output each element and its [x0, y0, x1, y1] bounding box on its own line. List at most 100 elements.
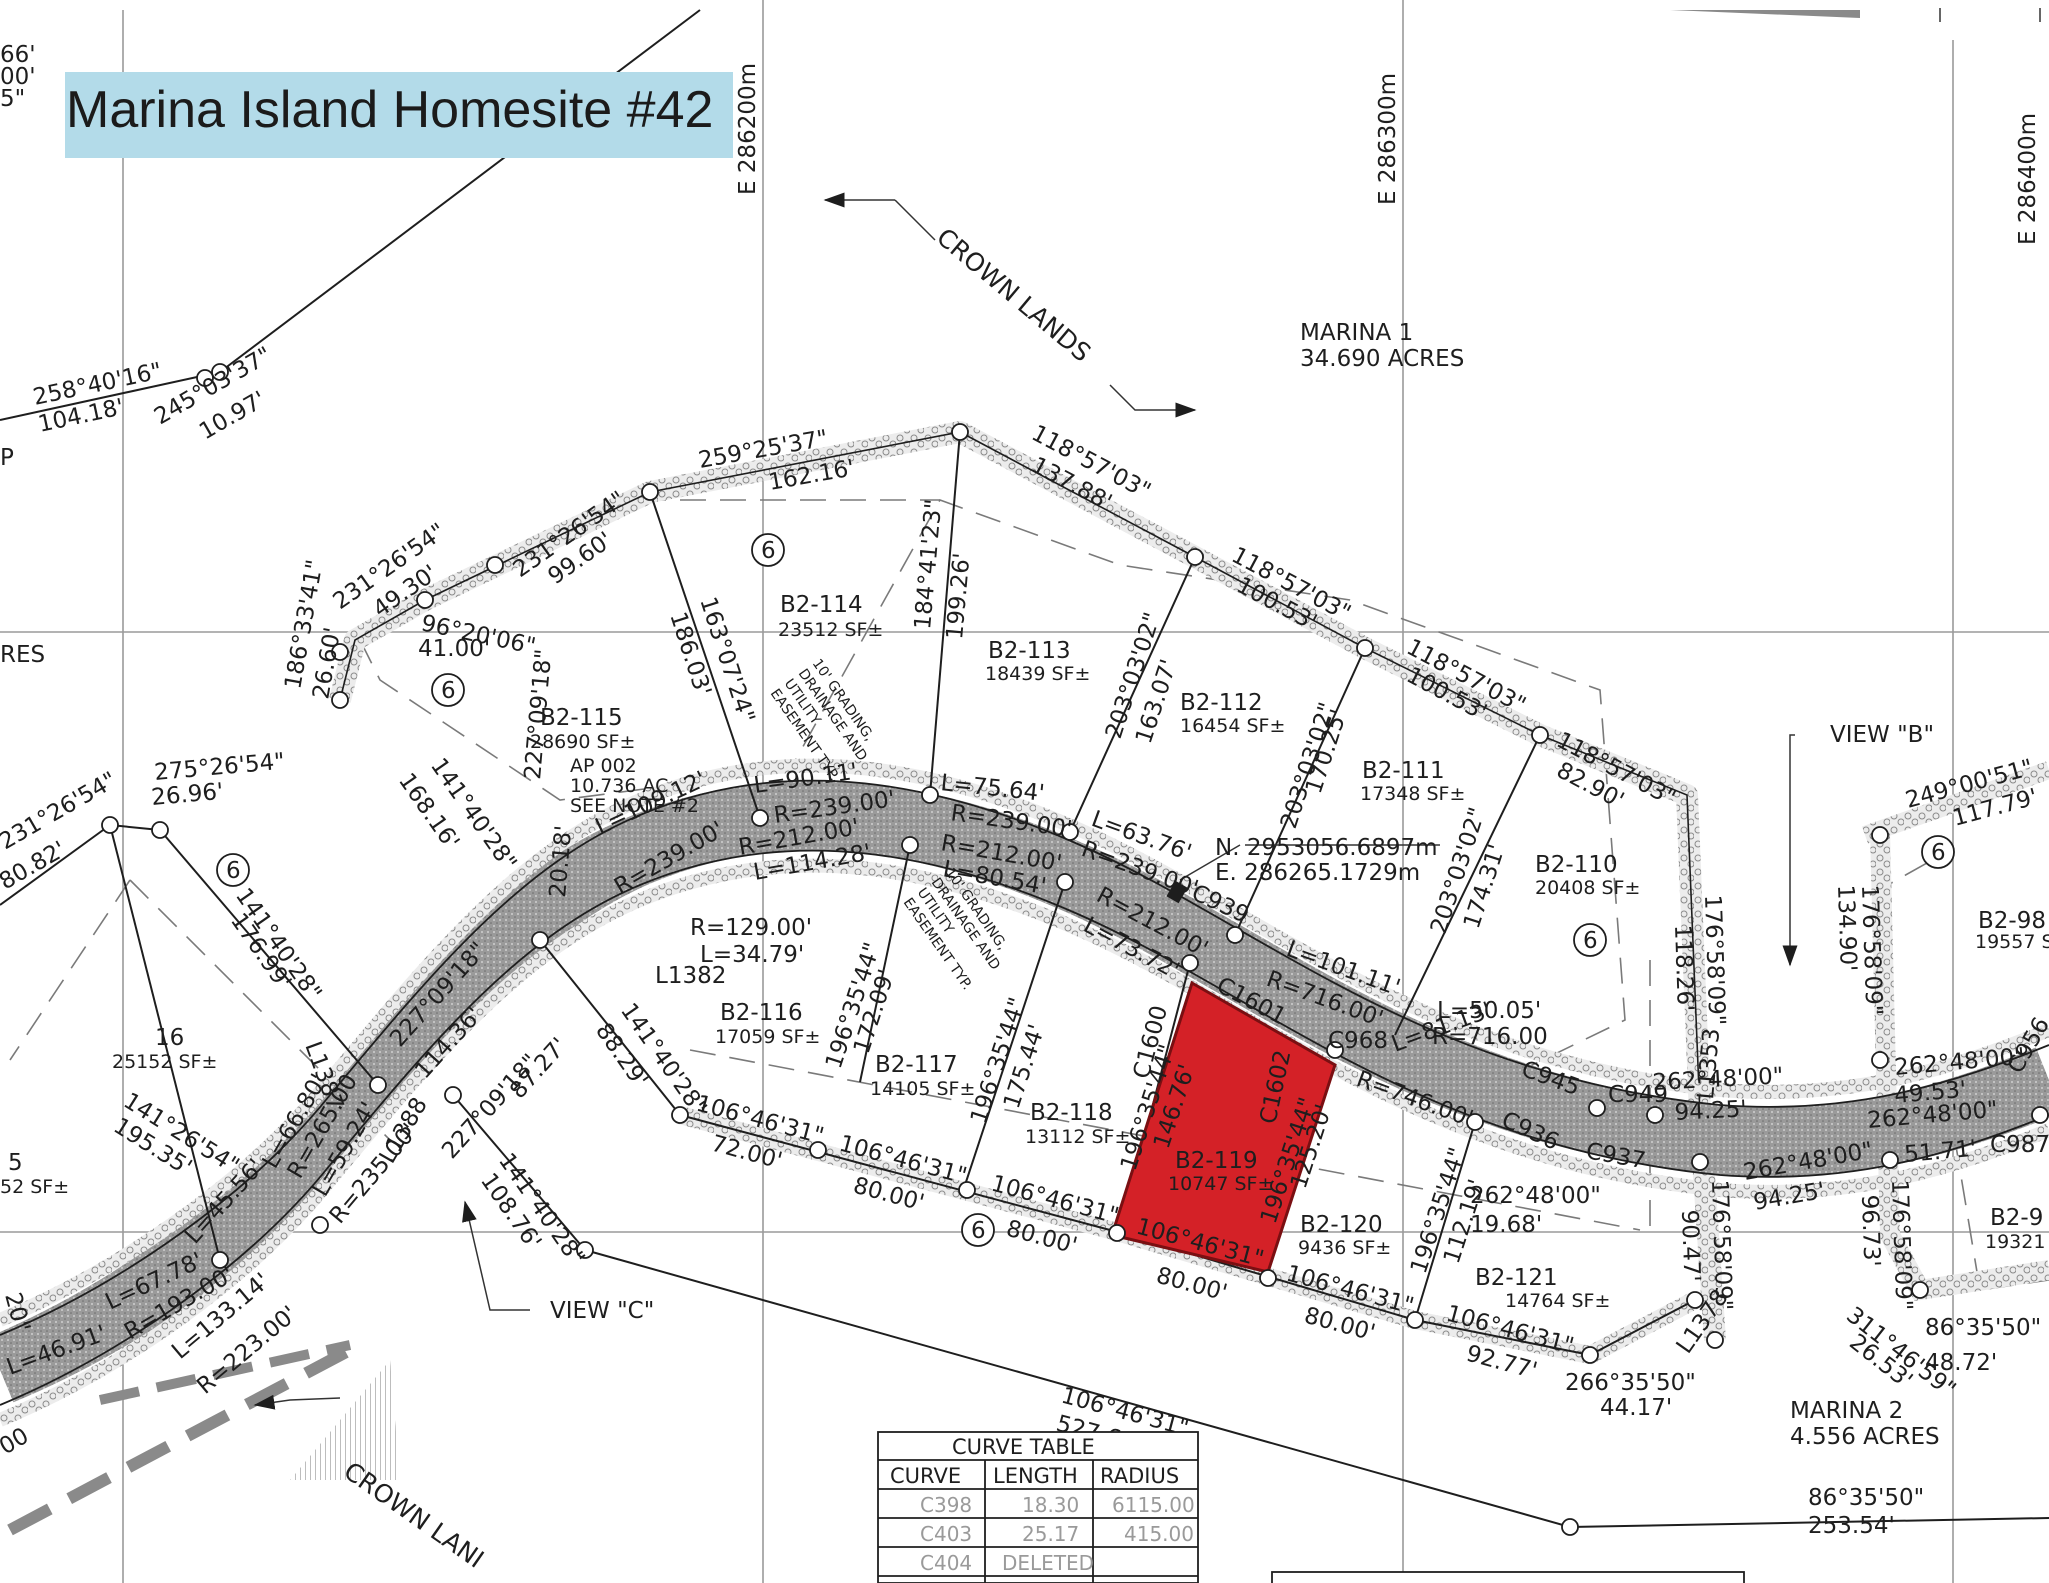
curve-label: L=34.79' — [700, 942, 804, 968]
curve-table-cell: C403 — [920, 1522, 972, 1546]
distance: 96.73' — [1856, 1194, 1885, 1267]
lot-area: 23512 SF± — [778, 619, 883, 641]
curve-table-header: LENGTH — [993, 1464, 1078, 1488]
curve-table-title: CURVE TABLE — [952, 1435, 1095, 1459]
lot-id: B2-117 — [875, 1052, 958, 1078]
curve-table-cell: C398 — [920, 1493, 972, 1517]
lot-id: B2-116 — [720, 1000, 803, 1026]
distance: 94.25' — [1752, 1178, 1828, 1216]
bearing: 266°35'50" — [1565, 1370, 1696, 1396]
survey-vertices — [101, 363, 2049, 1536]
view-b-label: VIEW "B" — [1830, 722, 1934, 748]
distance: 199.26' — [942, 552, 975, 641]
page-title: Marina Island Homesite #42 — [66, 81, 714, 139]
lot-area: 19321 S — [1985, 1231, 2049, 1253]
lot-area: 25152 SF± — [112, 1051, 217, 1073]
distance: 19.68' — [1470, 1212, 1542, 1238]
lot-id: B2-112 — [1180, 690, 1263, 716]
bearing: 106°46'31" — [1283, 1261, 1416, 1320]
distance: 118.26' — [1669, 924, 1698, 1012]
lot-id: B2-9 — [1990, 1205, 2043, 1231]
lot-id: B2-114 — [780, 592, 863, 618]
distance: 48.72' — [1925, 1350, 1997, 1376]
edge-fragment: P — [0, 445, 14, 471]
grid-label-e286300: E 286300m — [1375, 73, 1401, 205]
distance: 253.54' — [1808, 1513, 1895, 1539]
lot-area: 52 SF± — [0, 1176, 69, 1198]
note-number: 6 — [226, 858, 241, 884]
edge-fragments: 66' 00' 5" 20" 00 P — [0, 42, 36, 1460]
distance: 134.90' — [1832, 884, 1861, 972]
coord-east: E. 286265.1729m — [1215, 860, 1420, 886]
grid-labels: E 286200m E 286300m E 286400m — [735, 63, 2041, 245]
ap-label: AP 002 — [570, 755, 637, 777]
marina2-label: MARINA 2 — [1790, 1398, 1903, 1424]
ap-note: SEE NOTE #2 — [570, 795, 699, 817]
res-label: RES — [0, 642, 45, 668]
lot-id: B2-118 — [1030, 1100, 1113, 1126]
note-number: 6 — [1583, 928, 1598, 954]
lot-area: 14105 SF± — [870, 1078, 975, 1100]
edge-fragment: 00 — [0, 1423, 33, 1460]
edge-fragment: 5" — [0, 86, 25, 112]
bearing: 176°58'09" — [1886, 1179, 1917, 1311]
bearing: 176°58'09" — [1706, 1179, 1737, 1311]
curve-table-header: CURVE — [890, 1464, 961, 1488]
lot-lines — [0, 9, 2049, 1528]
crown-lands-hatch — [7, 1340, 400, 1536]
curve-table: CURVE TABLE CURVE LENGTH RADIUS C398 18.… — [877, 1431, 1199, 1583]
curve-table-cell: 6115.00 — [1112, 1493, 1195, 1517]
distance: 49.53' — [1893, 1077, 1967, 1109]
distance: 90.47' — [1676, 1209, 1705, 1282]
lot-id: 5 — [8, 1150, 23, 1176]
lot-id: B2-120 — [1300, 1212, 1383, 1238]
bearing: 86°35'50" — [1808, 1485, 1924, 1511]
lot-id: B2-121 — [1475, 1265, 1558, 1291]
curve-label: R=129.00' — [690, 915, 812, 941]
top-right-marks — [1670, 8, 2041, 22]
lot-area: 18439 SF± — [985, 663, 1090, 685]
lot-area: 20408 SF± — [1535, 877, 1640, 899]
ap-area: 10.736 AC — [570, 775, 668, 797]
curve-label: L1382 — [655, 963, 726, 989]
grid-label-e286200: E 286200m — [735, 63, 761, 195]
bearing: 176°58'09" — [1856, 884, 1887, 1016]
lot-id: B2-119 — [1175, 1148, 1258, 1174]
lot-id: B2-113 — [988, 638, 1071, 664]
lot-id: 16 — [155, 1025, 184, 1051]
note-number: 6 — [441, 678, 456, 704]
crown-lands-bottom-label: CROWN LANI — [339, 1456, 490, 1574]
crown-lands-top-label: CROWN LANDS — [931, 222, 1096, 367]
curve-table-cell: 415.00 — [1124, 1522, 1194, 1546]
curve-label: R=716.00 — [1432, 1024, 1548, 1050]
curve-table-cell: 25.17 — [1022, 1522, 1079, 1546]
note-number: 6 — [761, 538, 776, 564]
bearing: 262°48'00" — [1470, 1183, 1601, 1209]
lot-area: 10747 SF± — [1168, 1173, 1273, 1195]
note-number: 6 — [1931, 840, 1946, 866]
view-c-label: VIEW "C" — [550, 1298, 654, 1324]
lot-area: 17059 SF± — [715, 1026, 820, 1048]
lot-id: B2-110 — [1535, 852, 1618, 878]
partial-table — [1271, 1571, 1745, 1583]
edge-fragment: 66' — [0, 42, 36, 68]
curve-label: C987 — [1990, 1132, 2049, 1158]
marina1-label: MARINA 1 — [1300, 320, 1413, 346]
bearing: 176°58'09" — [1699, 894, 1730, 1026]
distance: 51.71' — [1903, 1136, 1977, 1168]
note-markers: 6 6 6 6 6 6 — [216, 533, 1955, 1247]
bearing: 231°26'54" — [0, 767, 121, 855]
curve-label: L=50.05' — [1437, 998, 1541, 1024]
curve-table-cell: DELETED — [1002, 1551, 1094, 1575]
lot-area: 19557 SF — [1975, 931, 2049, 953]
lot-area: 14764 SF± — [1505, 1290, 1610, 1312]
road — [0, 758, 2049, 1427]
curve-label: L1353 — [1693, 1027, 1725, 1100]
distance: 20.18' — [545, 824, 577, 898]
lot-area: 13112 SF± — [1025, 1126, 1130, 1148]
bearing: 86°35'50" — [1925, 1315, 2041, 1341]
lot-id: B2-111 — [1362, 758, 1445, 784]
lot-area: 16454 SF± — [1180, 715, 1285, 737]
grid-label-e286400: E 286400m — [2015, 113, 2041, 245]
